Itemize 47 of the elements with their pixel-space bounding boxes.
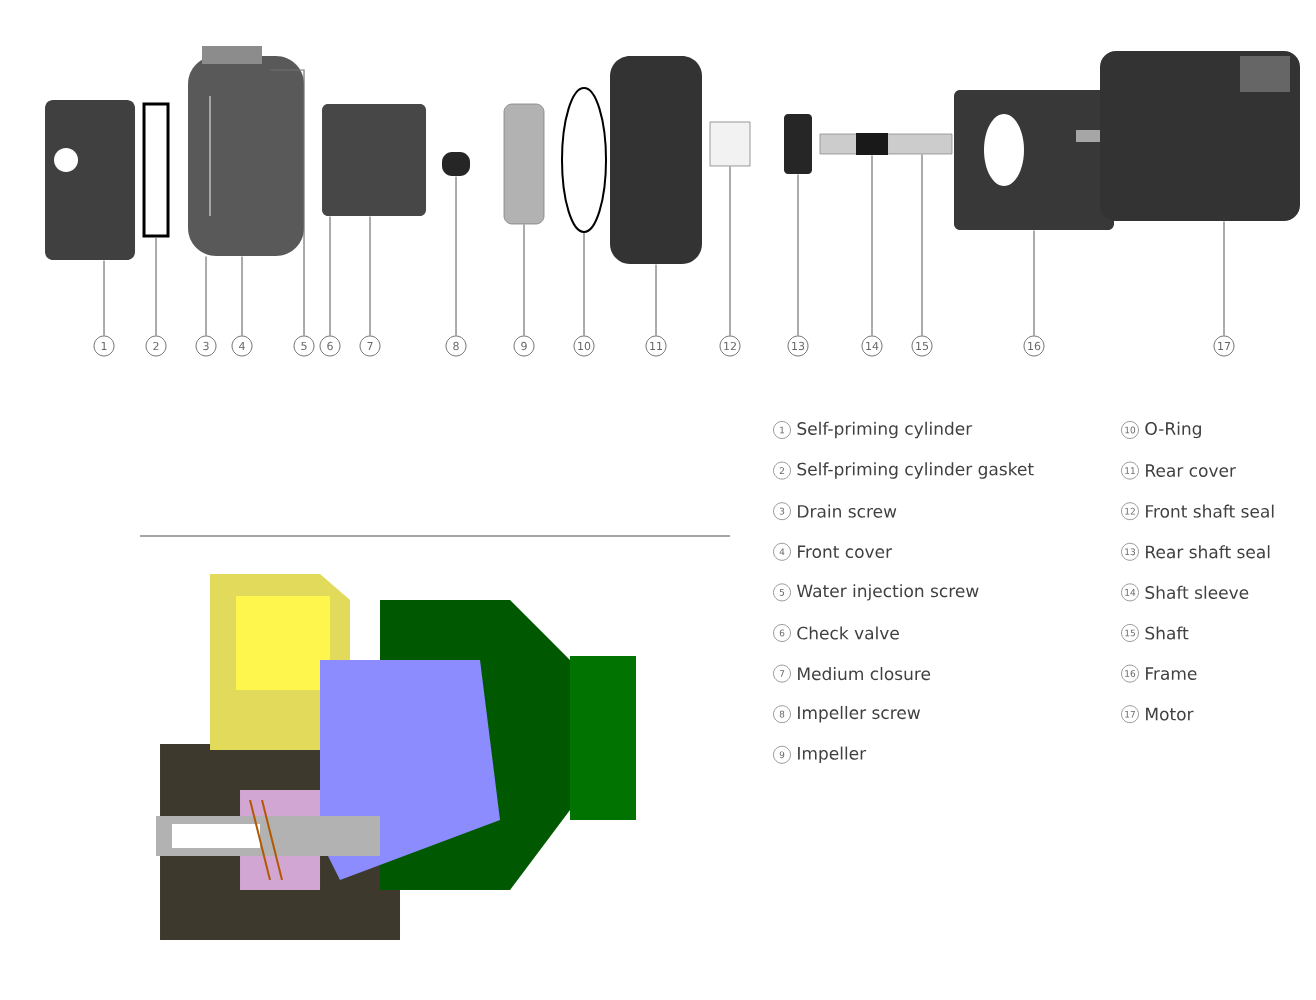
leader-line bbox=[241, 255, 243, 337]
legend-text: Shaft sleeve bbox=[1145, 585, 1249, 599]
legend-text: Front cover bbox=[798, 545, 893, 559]
leader-line bbox=[1033, 229, 1035, 337]
impeller-drawing bbox=[503, 103, 545, 225]
legend-text: Medium closure bbox=[798, 667, 931, 681]
leader-line bbox=[523, 223, 525, 337]
legend-text: Check valve bbox=[797, 626, 899, 640]
leader-line bbox=[1223, 220, 1225, 337]
leader-line bbox=[103, 259, 105, 337]
closure-drawing bbox=[322, 104, 426, 216]
leader-line bbox=[155, 236, 157, 337]
shaft-seal-drawing bbox=[709, 121, 751, 167]
legend-text: Motor bbox=[1146, 707, 1194, 721]
legend-text: O-Ring bbox=[1145, 421, 1201, 439]
leader-line bbox=[871, 154, 873, 337]
cylinder-drawing bbox=[45, 100, 135, 260]
leader-line bbox=[269, 69, 305, 337]
shaft-sleeve-drawing bbox=[856, 133, 888, 155]
legend-text: Self-priming cylinder bbox=[797, 421, 973, 439]
front-cover-drawing bbox=[188, 46, 304, 256]
legend-text: Drain screw bbox=[798, 504, 897, 518]
leader-line bbox=[797, 173, 799, 337]
leader-line bbox=[329, 215, 331, 337]
legend-text: Shaft bbox=[1145, 626, 1189, 640]
o-ring-drawing bbox=[561, 87, 607, 233]
impeller-screw-drawing bbox=[442, 152, 470, 176]
legend-text: Impeller screw bbox=[798, 705, 920, 723]
legend-text: Rear shaft seal bbox=[1146, 545, 1270, 559]
legend-text: Frame bbox=[1146, 667, 1197, 680]
legend-text: Rear cover bbox=[1146, 464, 1236, 477]
leader-line bbox=[455, 175, 457, 337]
leader-line bbox=[729, 165, 731, 337]
legend-text: Water injection screw bbox=[796, 584, 979, 601]
gasket-drawing bbox=[142, 102, 170, 238]
leader-line bbox=[369, 215, 371, 337]
leader-line bbox=[655, 263, 657, 337]
legend-text: Self-priming cylinder gasket bbox=[797, 462, 1034, 479]
frame-drawing bbox=[954, 90, 1114, 230]
legend-text: Impeller bbox=[798, 746, 867, 763]
leader-line bbox=[921, 153, 923, 337]
leader-line bbox=[205, 255, 207, 337]
leader-line bbox=[583, 232, 585, 337]
motor-drawing bbox=[1076, 51, 1300, 221]
shaft-seal-drawing bbox=[784, 114, 812, 174]
legend-text: Front shaft seal bbox=[1146, 504, 1274, 518]
rear-cover-drawing bbox=[610, 56, 702, 264]
